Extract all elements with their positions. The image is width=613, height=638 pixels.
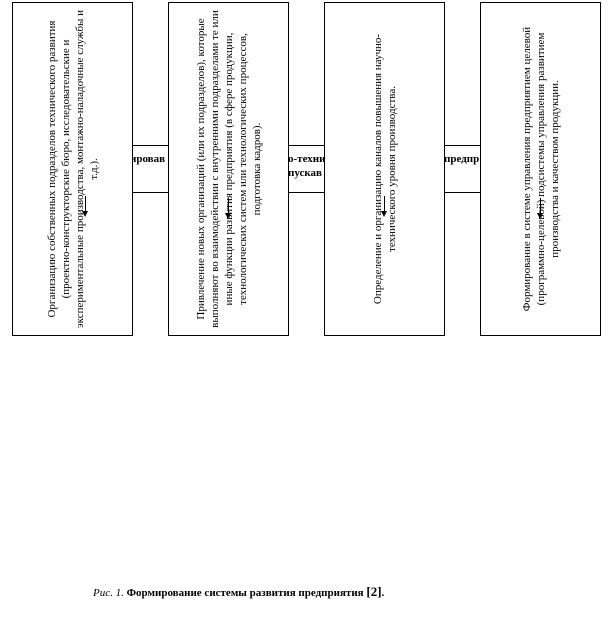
band-text-2: о-техни: [288, 153, 326, 165]
process-box-3-text: Определение и организацию каналов повыше…: [371, 33, 398, 305]
process-box-2-text: Привлечение новых организаций (или их по…: [194, 10, 263, 328]
caption-label: Рис. 1.: [93, 587, 124, 599]
process-box-3: Определение и организацию каналов повыше…: [324, 2, 445, 336]
band-text-4: предпр: [444, 153, 480, 165]
arrow-down-3: [381, 196, 387, 217]
process-box-1: Организацию собственных подразделов техн…: [12, 2, 133, 336]
process-box-4-text: Формирование в системе управления предпр…: [520, 26, 561, 312]
process-box-1-text: Организацию собственных подразделов техн…: [45, 9, 100, 329]
figure-caption: Рис. 1. Формирование системы развития пр…: [93, 584, 384, 600]
process-box-4: Формирование в системе управления предпр…: [480, 2, 601, 336]
band-text-1: ировав: [130, 153, 166, 165]
caption-title: Формирование системы развития предприяти…: [126, 587, 364, 599]
caption-reference: [2]: [366, 584, 382, 599]
caption-end: .: [381, 587, 385, 599]
arrow-down-2: [225, 198, 231, 219]
process-box-2: Привлечение новых организаций (или их по…: [168, 2, 289, 336]
arrow-down-1: [82, 196, 88, 217]
arrow-down-4: [537, 198, 543, 219]
band-text-3: пускав: [288, 167, 322, 179]
